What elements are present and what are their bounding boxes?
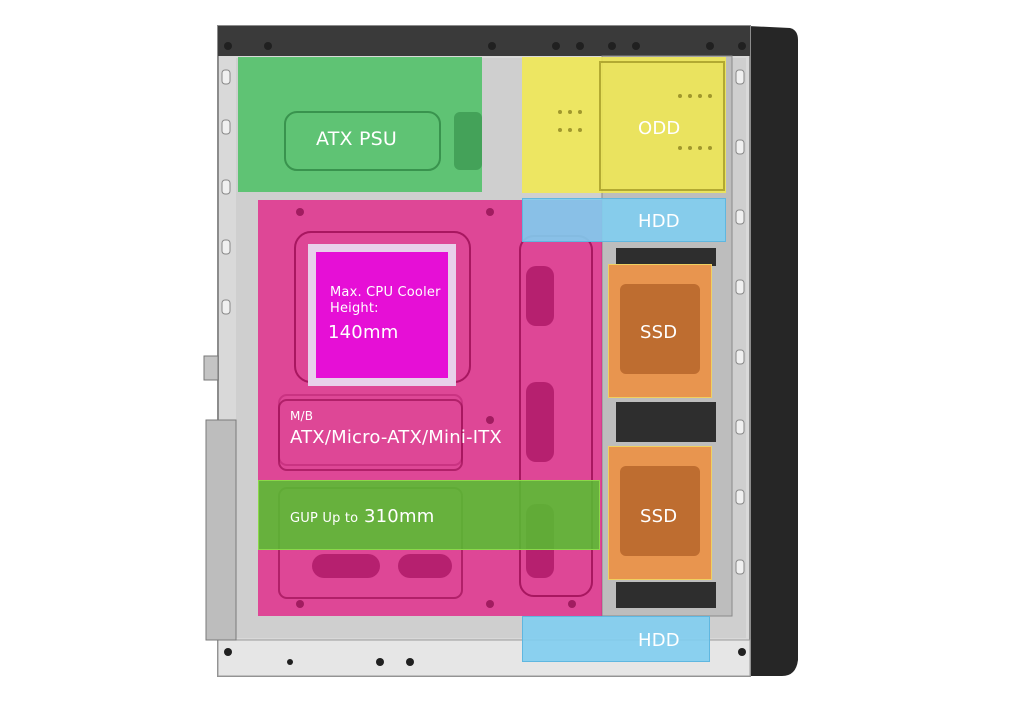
drive-slot — [616, 248, 716, 266]
ssd-bottom-label: SSD — [640, 506, 678, 527]
hdd-top-label: HDD — [638, 211, 680, 232]
motherboard-label: ATX/Micro-ATX/Mini-ITX — [290, 427, 502, 448]
front-panel — [748, 26, 798, 676]
gpu-zone — [258, 480, 600, 550]
hdd-top-zone — [522, 198, 726, 242]
psu-label: ATX PSU — [316, 128, 398, 150]
odd-label: ODD — [638, 118, 681, 139]
drive-slot — [616, 582, 716, 608]
screws — [224, 42, 746, 666]
side-holes — [221, 69, 745, 575]
cpu-cooler-line2: Height: — [330, 301, 379, 316]
cpu-cooler-zone — [308, 244, 456, 386]
ssd-top-label: SSD — [640, 322, 678, 343]
rear-panel — [205, 419, 237, 641]
cpu-cooler-value: 140mm — [328, 322, 399, 343]
gpu-label-value: 310mm — [364, 506, 435, 527]
drive-slot — [616, 402, 716, 442]
hdd-bottom-label: HDD — [638, 630, 680, 651]
io-bracket — [203, 355, 219, 381]
motherboard-small-label: M/B — [290, 409, 314, 423]
top-rail — [218, 26, 750, 56]
ssd-bottom-zone — [608, 446, 712, 580]
gpu-label-prefix: GUP Up to — [290, 511, 359, 526]
ssd-top-zone — [608, 264, 712, 398]
hdd-bottom-zone — [522, 616, 710, 662]
psu-zone — [238, 57, 482, 192]
odd-zone — [522, 57, 726, 193]
cpu-cooler-line1: Max. CPU Cooler — [330, 285, 441, 300]
